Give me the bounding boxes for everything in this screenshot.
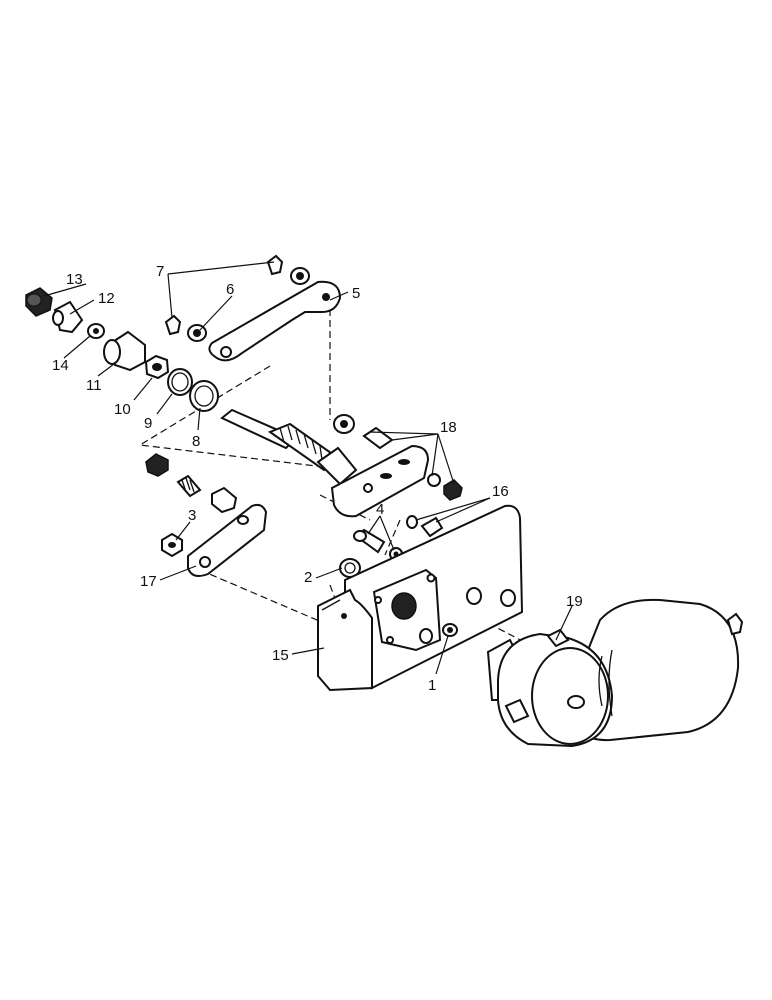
part-3-nut [161, 532, 183, 558]
label-18: 18 [440, 419, 457, 436]
label-10: 10 [114, 401, 131, 418]
label-9: 9 [144, 415, 152, 432]
part-15-mounting-bracket [317, 504, 524, 692]
part-6-washers [187, 267, 310, 342]
label-8: 8 [192, 433, 200, 450]
label-14: 14 [52, 357, 69, 374]
part-14-washer [87, 323, 105, 339]
label-16: 16 [492, 483, 509, 500]
part-13-cap-nut [25, 287, 53, 317]
part-4-bolts [353, 528, 403, 561]
label-2: 2 [304, 569, 312, 586]
part-7-clips [164, 254, 284, 336]
label-17: 17 [140, 573, 157, 590]
label-4: 4 [376, 501, 384, 518]
part-9-ring [167, 368, 193, 396]
spindle-shaft [220, 408, 358, 486]
part-19-wiper-motor [486, 598, 744, 748]
part-16-screws [406, 515, 444, 538]
crank-plate [330, 444, 430, 518]
part-12-bushing [52, 300, 84, 334]
callout-labels: 13 12 14 11 10 9 8 7 6 5 18 16 4 3 17 2 … [52, 263, 583, 694]
label-19: 19 [566, 593, 583, 610]
label-3: 3 [188, 507, 196, 524]
part-11-cap [103, 330, 146, 372]
label-1: 1 [428, 677, 436, 694]
part-1-nut [442, 623, 458, 637]
label-11: 11 [86, 377, 102, 394]
part-8-seal-ring [189, 380, 219, 412]
spacer-parts [145, 453, 238, 514]
label-13: 13 [66, 271, 83, 288]
leader-lines [43, 261, 573, 675]
part-2-washer [339, 558, 361, 578]
label-7: 7 [156, 263, 164, 280]
label-12: 12 [98, 290, 115, 307]
part-17-link-bracket [187, 503, 268, 577]
part-5-link-arm [208, 280, 342, 362]
label-6: 6 [226, 281, 234, 298]
label-5: 5 [352, 285, 360, 302]
label-15: 15 [272, 647, 289, 664]
part-10-nut [144, 354, 170, 380]
